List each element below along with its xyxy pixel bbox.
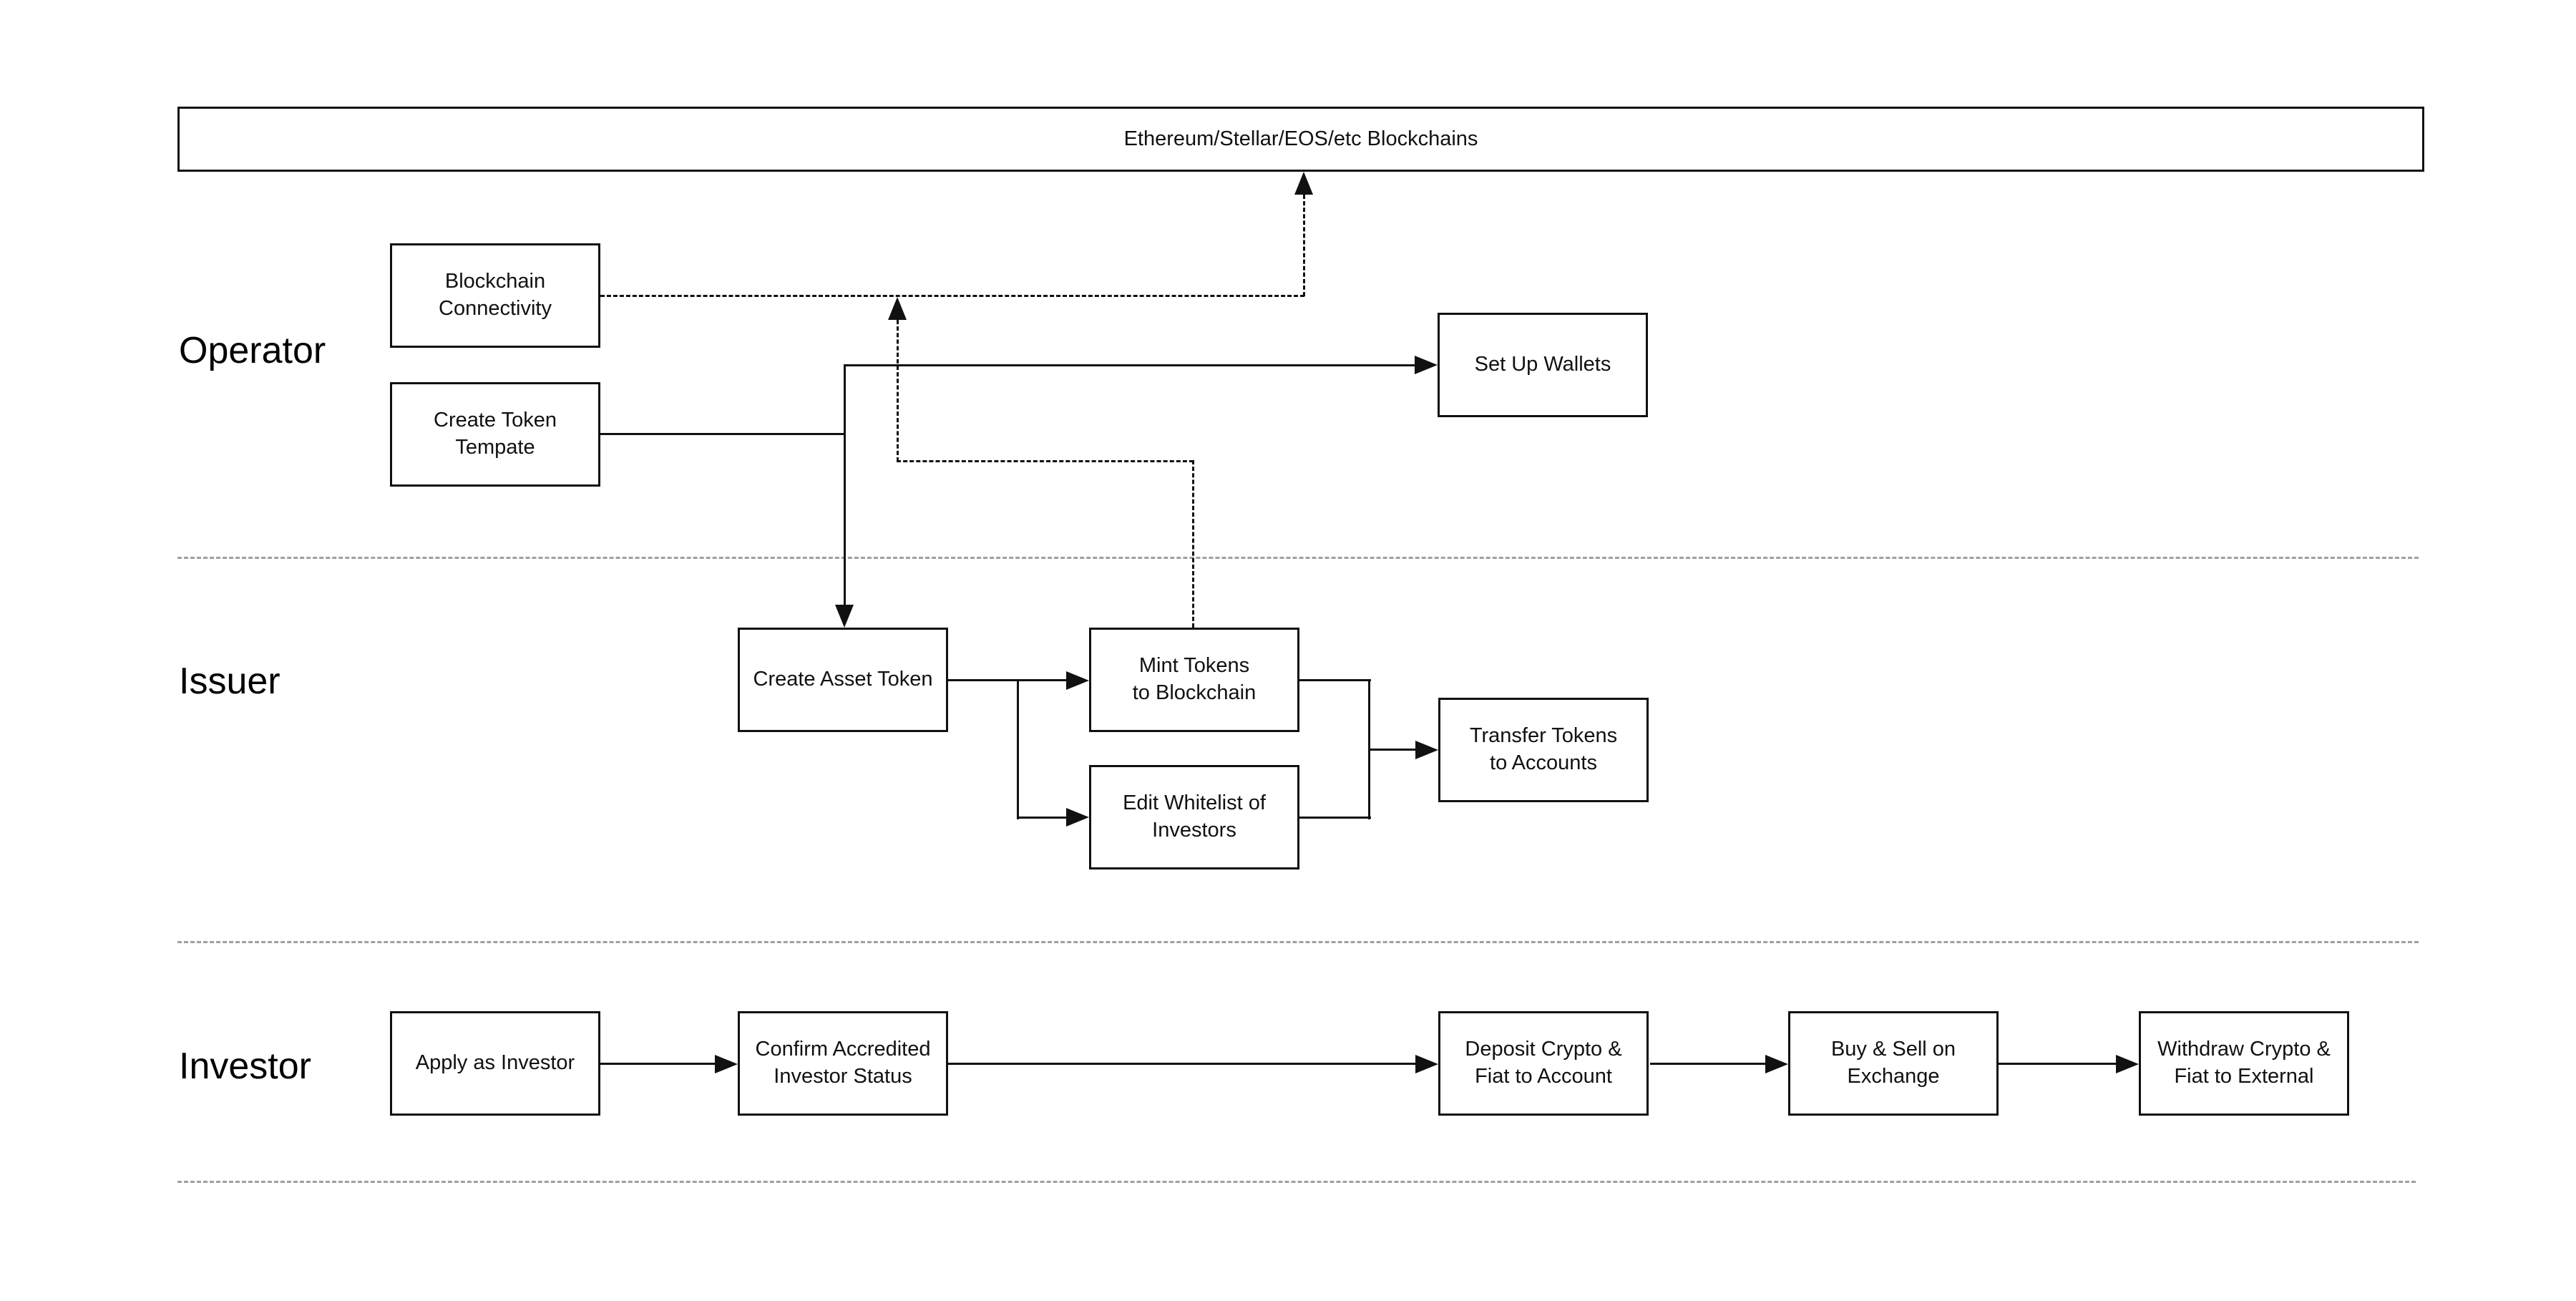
- arrowhead-into-blockchains-banner: [1294, 172, 1313, 195]
- dashed-connector-up-to-banner: [1303, 195, 1305, 296]
- arrowhead-into-withdraw: [2116, 1055, 2139, 1073]
- arrowhead-into-edit-whitelist: [1066, 808, 1089, 827]
- arrowhead-into-connectivity-line: [888, 297, 907, 320]
- node-label: Buy & Sell on Exchange: [1830, 1038, 1956, 1088]
- node-label: Withdraw Crypto & Fiat to External: [2157, 1038, 2331, 1088]
- arrowhead-into-mint-tokens: [1066, 671, 1089, 690]
- node-label: Create Token Tempate: [434, 409, 557, 459]
- connector-create-asset-token-out: [948, 679, 1066, 681]
- lane-separator-operator-issuer: [177, 557, 2419, 559]
- connector-junction-vertical: [844, 364, 846, 606]
- connector-edit-whitelist-out: [1299, 817, 1371, 819]
- blockchains-banner-label: Ethereum/Stellar/EOS/etc Blockchains: [1123, 127, 1478, 150]
- node-label: Apply as Investor: [415, 1051, 575, 1075]
- connector-mint-tokens-out: [1299, 679, 1371, 681]
- node-deposit-crypto-fiat-to-account: Deposit Crypto & Fiat to Account: [1438, 1011, 1649, 1116]
- node-create-token-template: Create Token Tempate: [390, 382, 600, 487]
- connector-to-set-up-wallets: [845, 364, 1416, 366]
- lane-label-issuer: Issuer: [179, 661, 280, 702]
- node-apply-as-investor: Apply as Investor: [390, 1011, 600, 1116]
- node-label: Transfer Tokens to Accounts: [1469, 724, 1618, 774]
- arrowhead-into-set-up-wallets: [1415, 356, 1438, 374]
- node-mint-tokens-to-blockchain: Mint Tokens to Blockchain: [1089, 628, 1299, 732]
- connector-apply-to-confirm: [600, 1063, 715, 1065]
- dashed-connector-mint-tokens-left: [897, 460, 1194, 462]
- node-label: Deposit Crypto & Fiat to Account: [1465, 1038, 1622, 1088]
- node-label: Mint Tokens to Blockchain: [1132, 654, 1257, 704]
- node-set-up-wallets: Set Up Wallets: [1438, 313, 1648, 417]
- node-edit-whitelist-of-investors: Edit Whitelist of Investors: [1089, 765, 1299, 869]
- node-label: Edit Whitelist of Investors: [1123, 791, 1266, 842]
- node-label: Set Up Wallets: [1474, 353, 1611, 376]
- lane-label-investor: Investor: [179, 1046, 311, 1087]
- node-buy-sell-on-exchange: Buy & Sell on Exchange: [1788, 1011, 1999, 1116]
- connector-buy-sell-to-withdraw: [1997, 1063, 2116, 1065]
- node-label: Confirm Accredited Investor Status: [755, 1038, 931, 1088]
- connector-deposit-to-buy-sell: [1650, 1063, 1765, 1065]
- arrowhead-into-transfer-tokens: [1415, 741, 1438, 759]
- lane-separator-bottom: [177, 1181, 2416, 1183]
- blockchains-banner: Ethereum/Stellar/EOS/etc Blockchains: [177, 107, 2424, 172]
- arrowhead-into-deposit-crypto: [1415, 1055, 1438, 1073]
- dashed-connector-mint-tokens-up: [1192, 460, 1194, 628]
- connector-create-token-template-out: [600, 433, 846, 435]
- connector-fork-vertical: [1017, 679, 1019, 819]
- node-blockchain-connectivity: Blockchain Connectivity: [390, 243, 600, 348]
- node-label: Create Asset Token: [753, 668, 933, 691]
- node-withdraw-crypto-fiat-to-external: Withdraw Crypto & Fiat to External: [2139, 1011, 2349, 1116]
- connector-confirm-to-deposit: [948, 1063, 1415, 1065]
- node-transfer-tokens-to-accounts: Transfer Tokens to Accounts: [1438, 698, 1649, 802]
- lane-label-operator: Operator: [179, 330, 326, 371]
- arrowhead-into-buy-sell: [1765, 1055, 1788, 1073]
- node-create-asset-token: Create Asset Token: [738, 628, 948, 732]
- node-confirm-accredited-investor-status: Confirm Accredited Investor Status: [738, 1011, 948, 1116]
- dashed-connector-mint-tokens-rise: [897, 320, 899, 462]
- lane-separator-issuer-investor: [177, 941, 2419, 943]
- dashed-connector-blockchain-connectivity-out: [600, 295, 1304, 297]
- connector-to-transfer-tokens: [1368, 749, 1415, 751]
- arrowhead-into-create-asset-token: [835, 605, 854, 628]
- arrowhead-into-confirm-accredited: [715, 1055, 738, 1073]
- node-label: Blockchain Connectivity: [439, 270, 552, 320]
- connector-to-edit-whitelist: [1017, 817, 1066, 819]
